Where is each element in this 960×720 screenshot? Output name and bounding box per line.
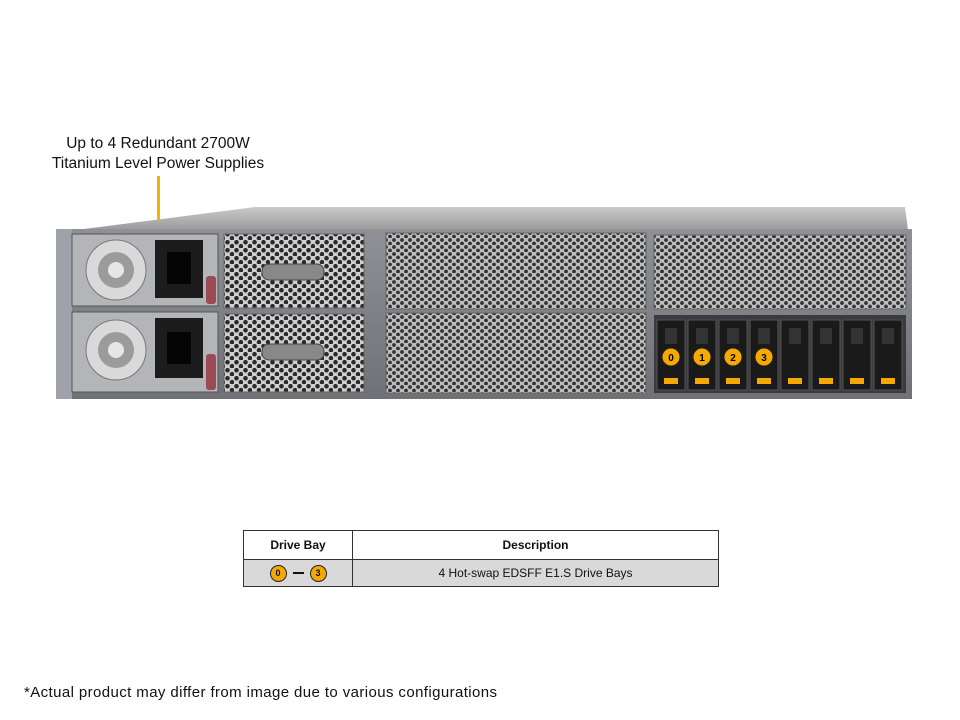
disclaimer-footnote: *Actual product may differ from image du… <box>24 684 498 701</box>
psu-callout: Up to 4 Redundant 2700W Titanium Level P… <box>30 134 286 174</box>
drive-carrier <box>842 319 872 391</box>
bay-badge-start: 0 <box>269 564 287 582</box>
drive-carrier <box>811 319 841 391</box>
drive-bay-number-badge: 0 <box>661 347 681 367</box>
drive-bay-number: 3 <box>761 353 767 364</box>
power-supply-2 <box>71 311 219 393</box>
vented-module-1 <box>223 233 365 309</box>
drive-bay-number-badge: 1 <box>692 347 712 367</box>
drive-carrier <box>687 319 717 391</box>
drive-carrier <box>780 319 810 391</box>
drive-bay-number: 1 <box>699 353 705 364</box>
drive-bay-number-badge: 3 <box>754 347 774 367</box>
drive-bay-number: 2 <box>730 353 736 364</box>
bay-badge-end: 3 <box>309 564 327 582</box>
callout-line-1: Up to 4 Redundant 2700W <box>66 135 250 152</box>
callout-pointer <box>157 176 160 258</box>
legend-header-row: Drive Bay Description <box>243 530 719 560</box>
vented-panel-right <box>653 234 907 310</box>
callout-line-2: Titanium Level Power Supplies <box>51 155 265 172</box>
drive-carrier <box>873 319 903 391</box>
power-supply-1 <box>71 233 219 307</box>
drive-bay-number-badge: 2 <box>723 347 743 367</box>
header-description: Description <box>352 530 719 560</box>
chassis-top <box>76 207 908 230</box>
drive-bay-description: 4 Hot-swap EDSFF E1.S Drive Bays <box>352 559 719 587</box>
drive-bay-number: 0 <box>668 353 674 364</box>
vented-module-2 <box>223 313 365 393</box>
vented-panel-upper <box>385 232 647 310</box>
vented-panel-lower <box>385 312 647 394</box>
header-drive-bay: Drive Bay <box>243 530 353 560</box>
range-dash <box>292 572 304 574</box>
